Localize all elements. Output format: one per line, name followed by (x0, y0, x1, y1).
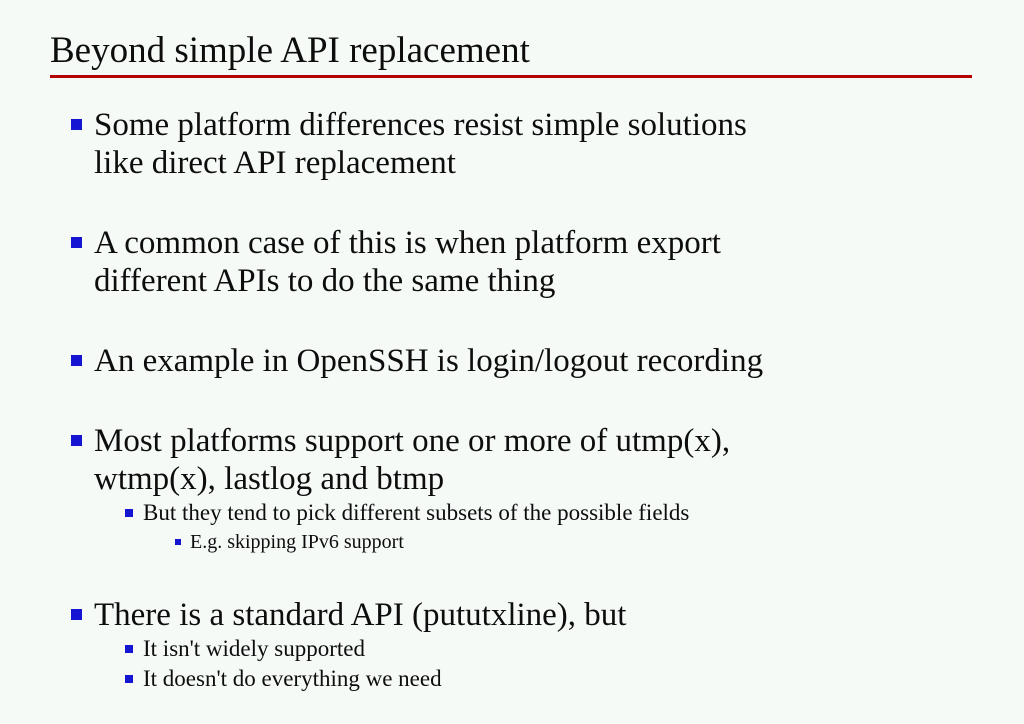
bullet-square-icon (71, 119, 82, 130)
bullet-text-line: It isn't widely supported (143, 636, 365, 661)
bullet-square-icon (125, 509, 133, 517)
bullet-text-line: E.g. skipping IPv6 support (190, 531, 404, 553)
slide-header: Beyond simple API replacement (50, 29, 974, 78)
bullet-text-line: Most platforms support one or more of ut… (94, 423, 731, 459)
bullet-text-line: It doesn't do everything we need (143, 666, 442, 691)
bullet-text-line: There is a standard API (pututxline), bu… (94, 597, 627, 633)
bullet-square-icon (125, 675, 133, 683)
bullet-group-3: An example in OpenSSH is login/logout re… (0, 342, 1024, 380)
bullet-text-line: like direct API replacement (94, 145, 456, 181)
bullet-text-line: wtmp(x), lastlog and btmp (94, 461, 445, 497)
bullet-item-level2: It doesn't do everything we need (0, 664, 1024, 694)
title-underline-rule (50, 75, 972, 78)
bullet-text-line: A common case of this is when platform e… (94, 225, 721, 261)
spacer (0, 300, 1024, 342)
page-title: Beyond simple API replacement (50, 30, 530, 71)
bullet-square-icon (175, 539, 181, 545)
bullet-item-level1: Most platforms support one or more of ut… (0, 422, 1024, 498)
bullet-item-level2: But they tend to pick different subsets … (0, 498, 1024, 528)
bullet-square-icon (71, 237, 82, 248)
bullet-square-icon (125, 645, 133, 653)
bullet-item-level1: A common case of this is when platform e… (0, 224, 1024, 300)
bullet-text-line: But they tend to pick different subsets … (143, 500, 690, 525)
bullet-item-level2: It isn't widely supported (0, 634, 1024, 664)
bullet-group-1: Some platform differences resist simple … (0, 106, 1024, 182)
spacer (0, 556, 1024, 596)
bullet-group-2: A common case of this is when platform e… (0, 224, 1024, 300)
bullet-text-line: An example in OpenSSH is login/logout re… (94, 343, 764, 379)
bullet-square-icon (71, 355, 82, 366)
bullet-item-level3: E.g. skipping IPv6 support (0, 528, 1024, 556)
bullet-group-5: There is a standard API (pututxline), bu… (0, 596, 1024, 694)
bullet-square-icon (71, 435, 82, 446)
bullet-item-level1: Some platform differences resist simple … (0, 106, 1024, 182)
bullet-text-line: different APIs to do the same thing (94, 263, 556, 299)
bullet-square-icon (71, 609, 82, 620)
slide-body: Some platform differences resist simple … (0, 106, 1024, 694)
bullet-item-level1: There is a standard API (pututxline), bu… (0, 596, 1024, 634)
spacer (0, 380, 1024, 422)
bullet-group-4: Most platforms support one or more of ut… (0, 422, 1024, 556)
bullet-text-line: Some platform differences resist simple … (94, 107, 747, 143)
spacer (0, 182, 1024, 224)
bullet-item-level1: An example in OpenSSH is login/logout re… (0, 342, 1024, 380)
